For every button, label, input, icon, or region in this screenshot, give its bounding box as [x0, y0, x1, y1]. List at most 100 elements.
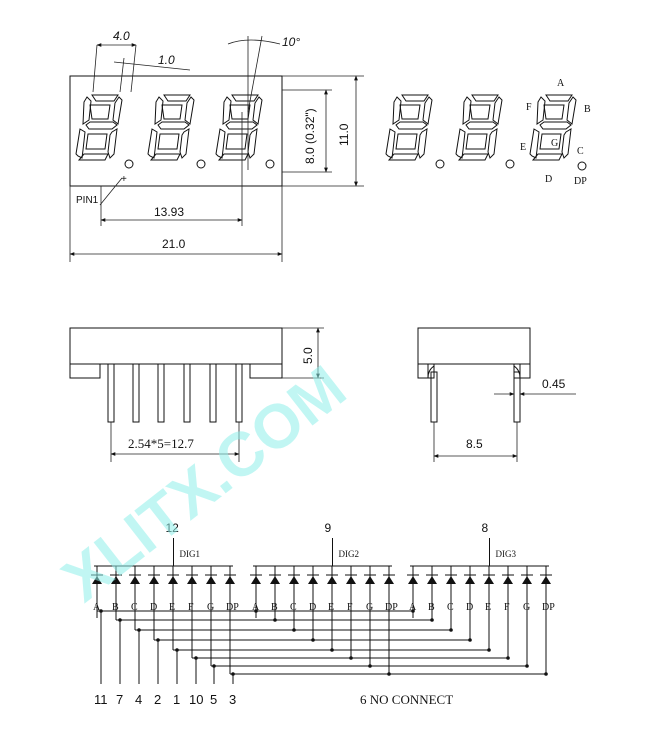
segment-label: F [188, 602, 194, 613]
segment-label: C [131, 602, 138, 613]
seg-label-d: D [545, 174, 552, 185]
segment-label: C [447, 602, 454, 613]
diode-triangle [270, 576, 280, 584]
segment-label: F [504, 602, 510, 613]
diode-triangle [446, 576, 456, 584]
pin-number: 3 [229, 692, 236, 707]
segment-label: B [271, 602, 278, 613]
dim-pitch: 13.93 [154, 205, 184, 219]
segment-label: D [466, 602, 473, 613]
side-view-end: 0.45 8.5 [417, 327, 576, 462]
segment-label: A [93, 602, 101, 613]
segment-label: A [252, 602, 260, 613]
diode-triangle [365, 576, 375, 584]
diode-triangle [308, 576, 318, 584]
seg-label-dp: DP [574, 176, 587, 187]
pin-2: 2 [153, 618, 161, 707]
segment-label: B [112, 602, 119, 613]
dim-width: 21.0 [162, 237, 186, 251]
digit-name: DIG3 [496, 549, 517, 559]
seg-label-f: F [526, 102, 532, 113]
dim-pin-width: 0.45 [542, 377, 566, 391]
dim-top-left: 4.0 [113, 29, 130, 43]
dim-height-outer: 11.0 [337, 123, 351, 146]
pin-4: 4 [134, 618, 142, 707]
diode-triangle [465, 576, 475, 584]
svg-text:+: + [121, 174, 127, 185]
bus-e [172, 618, 491, 652]
diode-triangle [187, 576, 197, 584]
pin-11: 11 [94, 611, 108, 707]
pin-number: 2 [154, 692, 161, 707]
dim-side-height: 5.0 [301, 347, 315, 364]
segment-label: E [169, 602, 175, 613]
legend-digit-2 [455, 94, 515, 169]
segment-label: C [290, 602, 297, 613]
display-body [69, 75, 283, 187]
diode-triangle [225, 576, 235, 584]
pin-1: 1 [172, 618, 180, 707]
diode-triangle [408, 576, 418, 584]
pin-number: 4 [135, 692, 142, 707]
seg-label-b: B [584, 104, 591, 115]
pin-number: 1 [173, 692, 180, 707]
dim-height-inner: 8.0 (0.32") [303, 108, 317, 164]
bus-dp [229, 618, 548, 676]
watermark: XLITX.COM [50, 353, 358, 615]
pin-5: 5 [210, 618, 217, 707]
diode-triangle [503, 576, 513, 584]
pin-number: 7 [116, 692, 123, 707]
segment-label: E [328, 602, 334, 613]
diode-triangle [484, 576, 494, 584]
bus-b [115, 618, 434, 622]
diode-triangle [111, 576, 121, 584]
diode-triangle [384, 576, 394, 584]
pin1-label: PIN1 [76, 195, 99, 206]
dim-depth: 8.5 [466, 437, 483, 451]
digit-name: DIG1 [180, 549, 201, 559]
segment-label: D [309, 602, 316, 613]
pin-number: 11 [94, 692, 108, 707]
legend-digit-3 [529, 94, 587, 171]
dim-pin-span: 2.54*5=12.7 [128, 436, 194, 451]
front-digit-3 [215, 94, 275, 169]
nc-note: 6 NO CONNECT [360, 692, 453, 707]
diode-triangle [427, 576, 437, 584]
pin-3: 3 [229, 618, 236, 707]
segment-label: DP [385, 602, 398, 613]
diode-triangle [541, 576, 551, 584]
bus-a [96, 609, 415, 618]
diode-triangle [168, 576, 178, 584]
legend-digit-1 [385, 94, 445, 169]
front-view: 4.0 1.0 10° 8.0 (0.32") 11.0 + PIN1 13.9… [69, 29, 364, 262]
seg-label-e: E [520, 142, 526, 153]
digit-name: DIG2 [339, 549, 360, 559]
segment-label: DP [226, 602, 239, 613]
segment-label: E [485, 602, 491, 613]
diode-triangle [92, 576, 102, 584]
segment-label: G [207, 602, 214, 613]
segment-label: G [366, 602, 373, 613]
diode-triangle [206, 576, 216, 584]
segment-legend: A B C D E F G DP [385, 78, 591, 187]
pin-10: 10 [189, 618, 203, 707]
pin-number: 10 [189, 692, 203, 707]
bus-g [210, 618, 529, 668]
front-digit-1 [75, 94, 134, 169]
seg-label-g: G [551, 138, 558, 149]
seg-label-c: C [577, 146, 584, 157]
segment-label: D [150, 602, 157, 613]
dim-angle: 10° [282, 35, 300, 49]
side-view-long: 5.0 2.54*5=12.7 [69, 327, 324, 462]
segment-label: DP [542, 602, 555, 613]
diode-triangle [327, 576, 337, 584]
diode-triangle [130, 576, 140, 584]
diode-triangle [346, 576, 356, 584]
front-digit-2 [147, 94, 206, 169]
diode-triangle [149, 576, 159, 584]
